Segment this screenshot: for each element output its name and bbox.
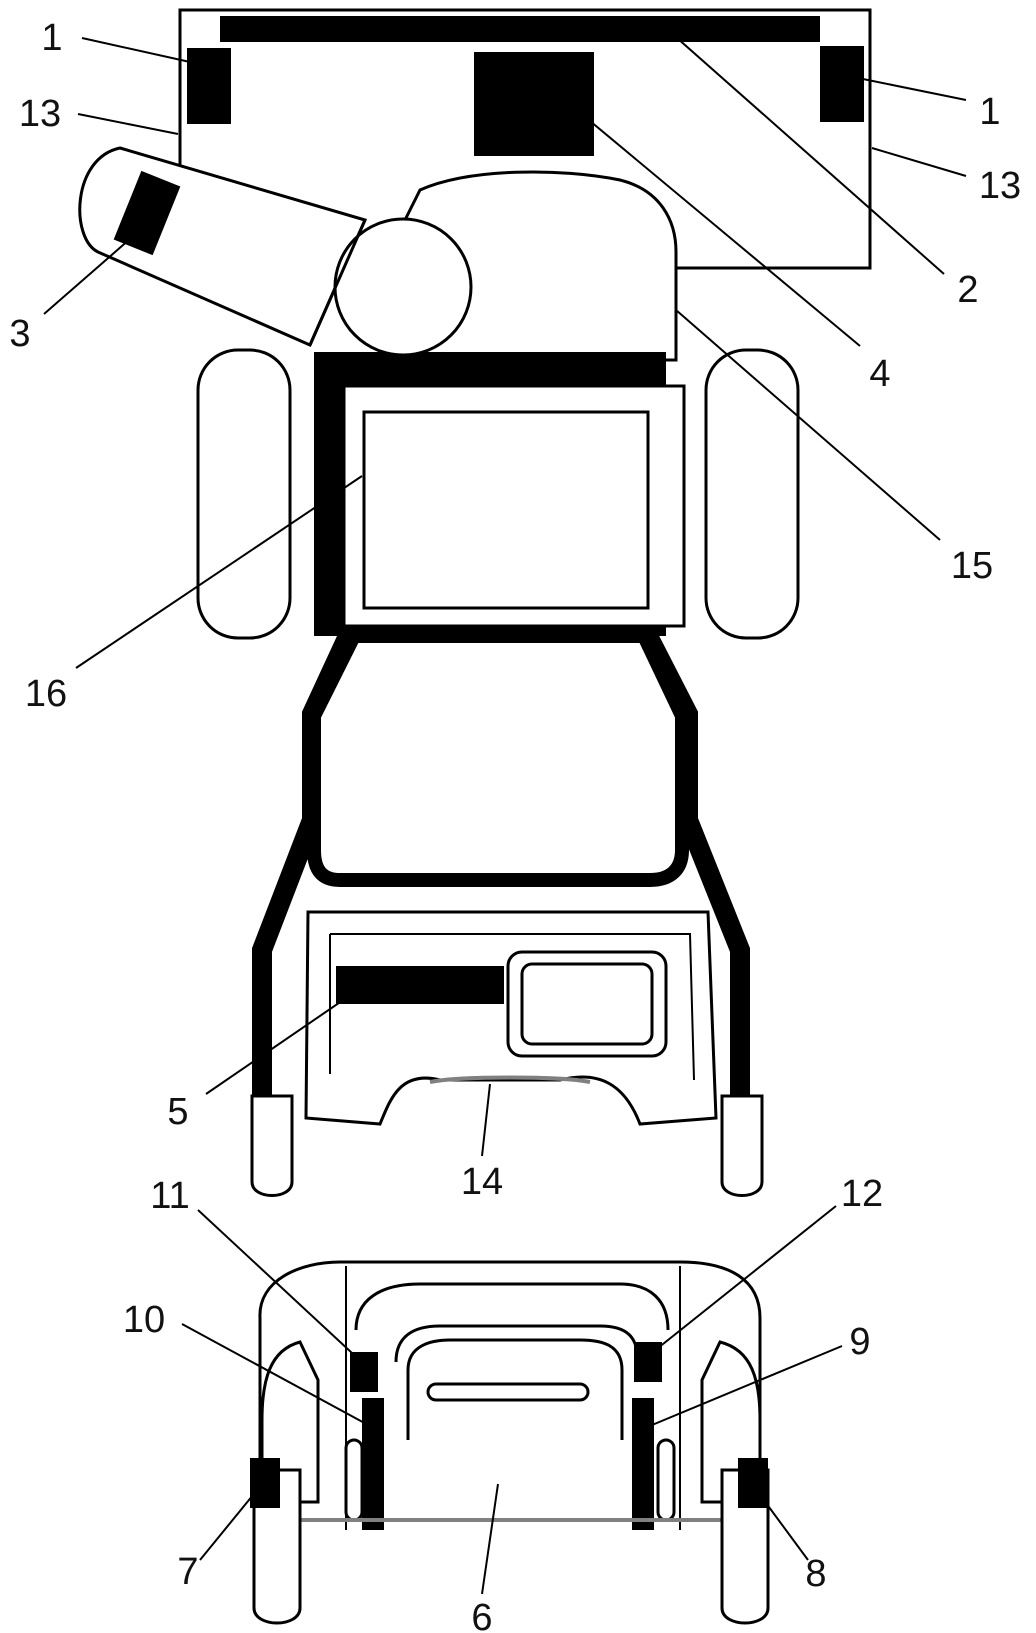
decal-11 [350, 1352, 378, 1392]
callout-13-right: 13 [979, 165, 1021, 207]
decal-5 [336, 966, 504, 1004]
decal-4 [474, 52, 594, 156]
callout-10: 10 [123, 1299, 165, 1341]
leader-7 [199, 1483, 263, 1561]
leader-14 [481, 1083, 491, 1157]
left-front-wheel [252, 1468, 302, 1625]
front-deck-inner [330, 933, 695, 1081]
left-rear-wheel [196, 348, 292, 640]
right-rear-wheel [704, 348, 800, 640]
deck-display-inner [520, 962, 654, 1046]
leader-15 [675, 309, 941, 541]
leader-2 [667, 29, 945, 275]
leader-10 [181, 1323, 371, 1427]
leader-8 [751, 1483, 809, 1561]
center-panel-6 [406, 1338, 624, 1440]
leader-11 [197, 1209, 367, 1367]
panel-16-inner [362, 410, 650, 610]
leader-12 [647, 1205, 837, 1357]
leader-9 [639, 1345, 843, 1431]
decal-1-left [187, 48, 231, 124]
leader-4 [559, 95, 861, 347]
callout-11: 11 [150, 1175, 189, 1217]
leader-1-left [81, 37, 191, 63]
decal-3 [113, 170, 181, 256]
left-small-handle [344, 1438, 364, 1522]
callout-1-left: 1 [41, 17, 62, 59]
callout-7: 7 [177, 1551, 198, 1593]
callout-5: 5 [167, 1091, 188, 1133]
decal-2 [220, 16, 820, 42]
center-panel-slot [426, 1382, 590, 1402]
decal-7 [250, 1458, 280, 1508]
seat-cushion [307, 629, 689, 887]
callout-14: 14 [461, 1161, 503, 1203]
leader-13-right [871, 147, 967, 177]
callout-3: 3 [9, 313, 30, 355]
leader-3 [43, 231, 139, 315]
right-front-wheel [720, 1468, 770, 1625]
leader-1-right [857, 77, 967, 101]
left-caster-top [250, 1094, 294, 1197]
front-upper-arch [354, 1282, 670, 1331]
callout-2: 2 [957, 269, 978, 311]
decal-9 [632, 1398, 654, 1530]
callout-6: 6 [471, 1597, 492, 1633]
front-deck-lip [429, 1075, 591, 1084]
seat-back [398, 170, 678, 362]
decal-1-right [820, 46, 864, 122]
leader-5 [205, 993, 353, 1095]
callout-12: 12 [841, 1173, 883, 1215]
callout-9: 9 [849, 1321, 870, 1363]
callout-8: 8 [805, 1553, 826, 1595]
right-caster-top [720, 1094, 764, 1197]
callout-4: 4 [869, 353, 890, 395]
callout-15: 15 [951, 545, 993, 587]
leader-13-left [77, 113, 179, 135]
right-small-handle [656, 1438, 676, 1522]
callout-16: 16 [25, 673, 67, 715]
callout-1-right: 1 [979, 91, 1000, 133]
decal-10 [362, 1398, 384, 1530]
leader-6 [481, 1483, 499, 1595]
callout-13-left: 13 [19, 93, 61, 135]
leader-16 [75, 475, 363, 669]
